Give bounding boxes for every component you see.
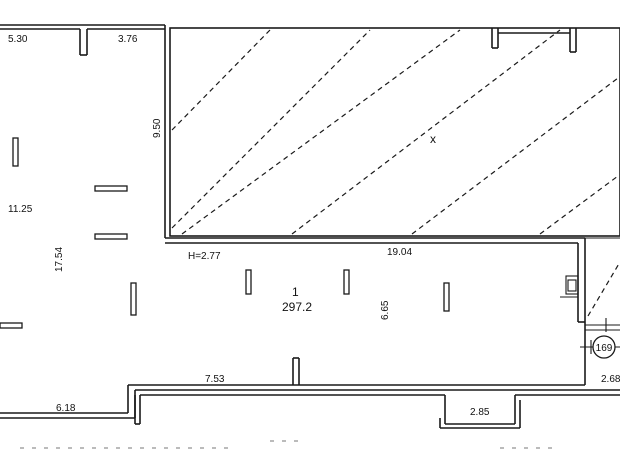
column (130, 282, 137, 316)
column (343, 269, 350, 295)
left-edge-stub (0, 322, 23, 329)
hatch-line (171, 29, 271, 131)
dim-hatched-height: 9.50 (152, 118, 163, 138)
dim-bottom-right: 2.85 (470, 407, 490, 418)
dim-bottom-far-right: 2.68 (601, 374, 620, 385)
dim-top-left: 5.30 (8, 34, 28, 45)
hatch-line (539, 175, 619, 235)
hatch-line (411, 77, 619, 235)
columns (12, 137, 450, 316)
room-area: 297.2 (282, 300, 312, 314)
main-room-walls (0, 24, 620, 429)
dim-left-height: 11.25 (8, 204, 33, 215)
column (245, 269, 252, 295)
room-number: 1 (292, 285, 299, 299)
column (94, 185, 128, 192)
hatched-area-outline (169, 27, 620, 237)
hatch-line (171, 29, 371, 229)
hatched-area: x (169, 27, 620, 237)
column (94, 233, 128, 240)
ceiling-height: H=2.77 (188, 251, 221, 262)
circle-label: 169 (596, 343, 613, 354)
dim-corridor-length: 19.04 (387, 247, 412, 258)
scan-artifacts (20, 440, 560, 449)
dim-room-depth: 6.65 (380, 300, 391, 320)
top-right-stubs (491, 28, 577, 53)
hatch-line (181, 29, 461, 235)
sink-fixture (560, 275, 579, 298)
circle-label-ring (592, 335, 616, 359)
circle-marker: 169 (580, 335, 620, 359)
side-room (585, 237, 620, 332)
dim-left-total-height: 17.54 (54, 247, 65, 272)
dim-bottom-left: 6.18 (56, 403, 76, 414)
column (443, 282, 450, 312)
hatch-line (291, 29, 561, 235)
dim-top-middle: 3.76 (118, 34, 138, 45)
hatch-line (587, 261, 620, 317)
column (12, 137, 19, 167)
excluded-area-mark: x (430, 132, 436, 146)
dim-bottom-middle: 7.53 (205, 374, 225, 385)
